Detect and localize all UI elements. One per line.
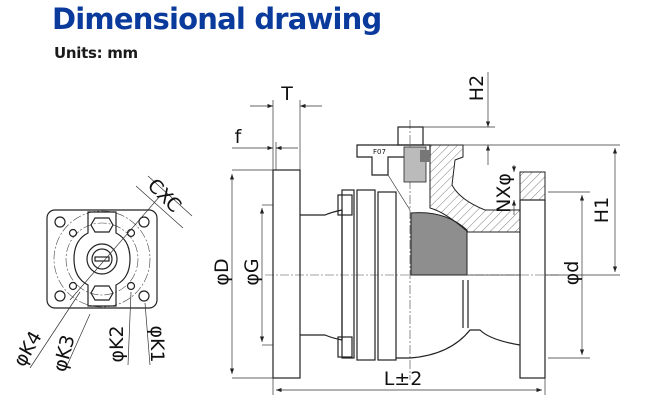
k2-label: φK2 xyxy=(106,325,128,362)
l-label: L±2 xyxy=(384,368,423,390)
h2-label: H2 xyxy=(466,75,488,101)
side-view xyxy=(265,120,560,380)
nx-label: NXφ xyxy=(493,173,515,213)
f-label: f xyxy=(235,126,243,148)
k4-label: φK4 xyxy=(9,327,47,370)
t-label: T xyxy=(280,83,293,105)
k1-label: φK1 xyxy=(146,325,168,362)
h1-label: H1 xyxy=(591,197,613,223)
g-label: φG xyxy=(241,258,263,285)
dimension-lines xyxy=(229,72,620,395)
cxc-label: CXC xyxy=(143,174,186,217)
top-view xyxy=(29,175,193,371)
d-bore-label: φd xyxy=(561,261,583,286)
flange-code-label: F07 xyxy=(373,148,386,156)
d-outer-label: φD xyxy=(211,258,233,285)
page-title: Dimensional drawing xyxy=(52,2,382,36)
units-label: Units: mm xyxy=(54,44,138,62)
k3-label: φK3 xyxy=(49,333,80,375)
